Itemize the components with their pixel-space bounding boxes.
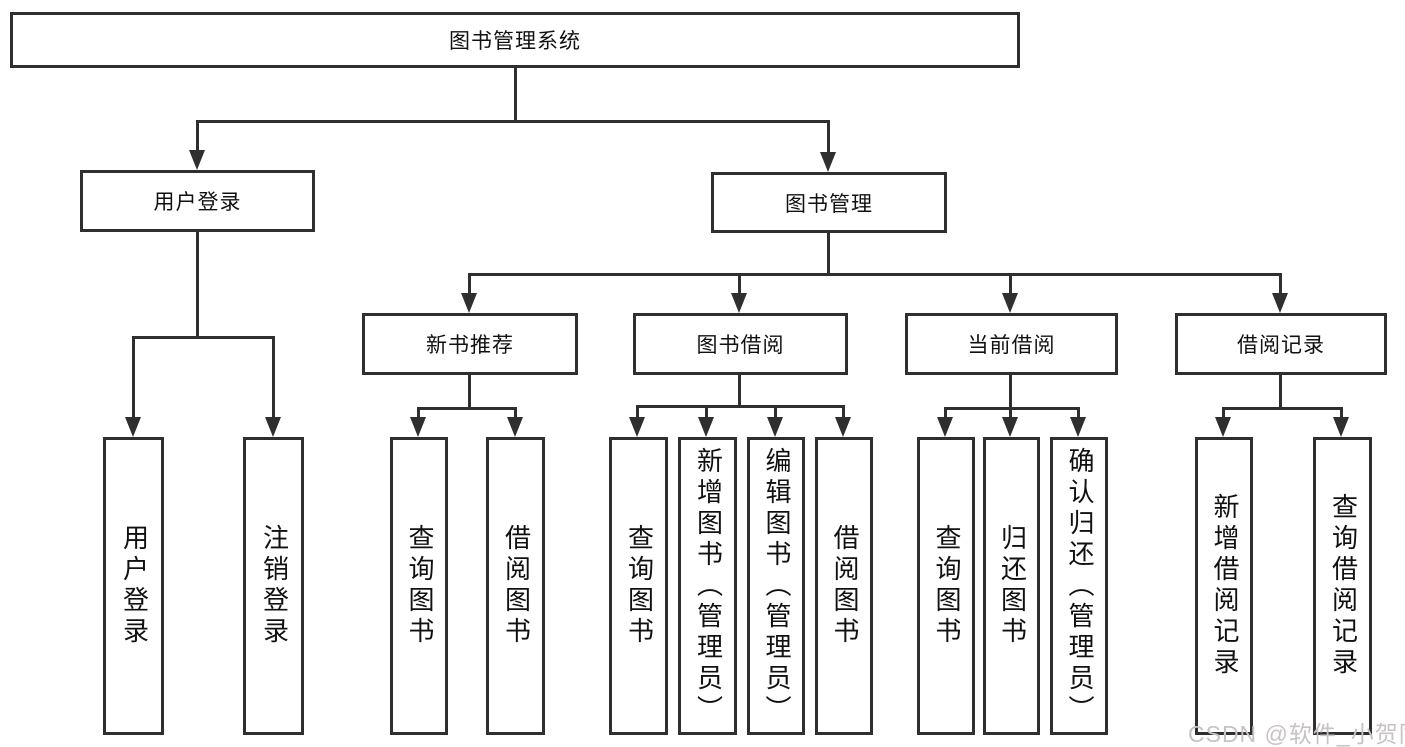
leaf-logout: 注销登录 — [243, 437, 304, 735]
leaf-add-books-admin: 新增图书（管理员） — [678, 437, 737, 735]
node-label: 借阅记录 — [1237, 334, 1325, 357]
node-label: 新书推荐 — [426, 334, 514, 357]
connector-line — [636, 405, 845, 408]
leaf-query-books-current: 查询图书 — [917, 437, 975, 735]
arrow-down-icon — [1333, 417, 1349, 437]
leaf-query-borrow-record: 查询借阅记录 — [1313, 437, 1372, 735]
connector-line — [1009, 273, 1012, 293]
node-book-borrow: 图书借阅 — [633, 313, 848, 375]
arrow-down-icon — [410, 417, 426, 437]
node-current-borrow: 当前借阅 — [905, 313, 1118, 375]
connector-line — [636, 405, 639, 417]
leaf-query-books-recommend: 查询图书 — [390, 437, 448, 735]
node-label: 编辑图书（管理员） — [761, 446, 792, 726]
arrow-down-icon — [507, 417, 523, 437]
arrow-down-icon — [698, 417, 714, 437]
connector-line — [196, 120, 199, 150]
arrow-down-icon — [1002, 417, 1018, 437]
arrow-down-icon — [1070, 417, 1086, 437]
node-label: 图书借阅 — [696, 334, 785, 357]
connector-line — [1279, 273, 1282, 293]
leaf-borrow-books-recommend: 借阅图书 — [486, 437, 545, 735]
connector-line — [514, 68, 517, 120]
node-label: 查询图书 — [624, 524, 655, 648]
arrow-down-icon — [835, 417, 851, 437]
connector-line — [417, 407, 420, 417]
connector-line — [1279, 375, 1282, 407]
connector-line — [1340, 407, 1343, 417]
node-label: 查询借阅记录 — [1328, 493, 1359, 679]
node-user-login: 用户登录 — [80, 170, 315, 232]
connector-line — [196, 232, 199, 336]
connector-line — [196, 120, 830, 123]
connector-line — [1009, 375, 1012, 407]
arrow-down-icon — [1272, 293, 1288, 313]
leaf-query-books-borrow: 查询图书 — [609, 437, 668, 735]
node-label: 用户登录 — [153, 191, 242, 214]
connector-line — [1222, 407, 1343, 410]
arrow-down-icon — [767, 417, 783, 437]
leaf-user-login: 用户登录 — [103, 437, 164, 735]
arrow-down-icon — [820, 152, 836, 172]
connector-line — [827, 120, 830, 152]
connector-line — [468, 273, 1282, 276]
node-label: 查询图书 — [931, 524, 962, 648]
connector-line — [1009, 407, 1012, 417]
leaf-add-borrow-record: 新增借阅记录 — [1195, 437, 1253, 735]
node-root-library-system: 图书管理系统 — [10, 12, 1020, 68]
node-label: 借阅图书 — [501, 524, 532, 648]
arrow-down-icon — [629, 417, 645, 437]
node-label: 确认归还（管理员） — [1064, 446, 1095, 726]
connector-line — [774, 405, 777, 417]
node-label: 用户登录 — [119, 524, 150, 648]
node-new-book-recommend: 新书推荐 — [362, 313, 578, 375]
connector-line — [417, 407, 517, 410]
node-label: 归还图书 — [997, 524, 1028, 648]
arrow-down-icon — [937, 417, 953, 437]
connector-line — [514, 407, 517, 417]
csdn-watermark: CSDN @软件_小贺同学 — [1188, 721, 1405, 747]
leaf-return-books: 归还图书 — [983, 437, 1040, 735]
connector-line — [272, 336, 275, 417]
leaf-edit-books-admin: 编辑图书（管理员） — [747, 437, 805, 735]
leaf-borrow-books: 借阅图书 — [815, 437, 873, 735]
connector-line — [944, 407, 1080, 410]
node-label: 图书管理系统 — [449, 30, 581, 53]
connector-line — [468, 273, 471, 293]
connector-line — [468, 375, 471, 407]
connector-line — [842, 405, 845, 417]
node-label: 注销登录 — [259, 524, 290, 648]
arrow-down-icon — [1002, 293, 1018, 313]
node-label: 新增图书（管理员） — [693, 446, 724, 726]
node-label: 图书管理 — [785, 192, 873, 216]
arrow-down-icon — [265, 417, 281, 437]
node-label: 当前借阅 — [967, 334, 1056, 357]
node-label: 借阅图书 — [829, 524, 860, 648]
arrow-down-icon — [731, 293, 747, 313]
connector-line — [1222, 407, 1225, 417]
connector-line — [827, 233, 830, 273]
node-label: 查询图书 — [404, 524, 435, 648]
arrow-down-icon — [461, 293, 477, 313]
connector-line — [705, 405, 708, 417]
arrow-down-icon — [125, 417, 141, 437]
arrow-down-icon — [1215, 417, 1231, 437]
leaf-confirm-return-admin: 确认归还（管理员） — [1050, 437, 1108, 735]
node-book-management: 图书管理 — [711, 172, 947, 233]
node-borrow-record: 借阅记录 — [1175, 313, 1387, 375]
connector-line — [132, 336, 275, 339]
connector-line — [1077, 407, 1080, 417]
connector-line — [944, 407, 947, 417]
node-label: 新增借阅记录 — [1209, 493, 1240, 679]
connector-line — [738, 375, 741, 405]
connector-line — [132, 336, 135, 417]
arrow-down-icon — [189, 150, 205, 170]
connector-line — [738, 273, 741, 293]
